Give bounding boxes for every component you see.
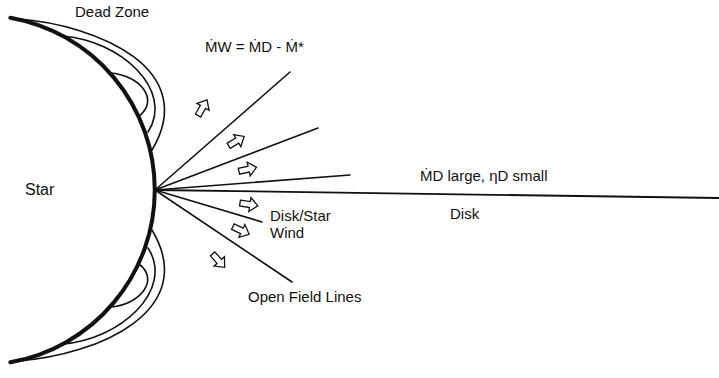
wind-arrow [207,249,229,272]
wind-arrow [192,96,213,119]
disk-line [155,190,719,198]
star-body: Star [22,178,60,204]
label-text: Dead Zone [75,3,149,20]
open-field-line [155,128,318,190]
dead-zone-loop [110,73,148,116]
open-field-line [155,190,262,222]
wind-label: Disk/Star Wind [270,207,350,242]
wind-arrow [237,161,258,179]
open-field-line [155,175,350,190]
label-text: Open Field Lines [248,288,361,305]
equation-label: ṀW = ṀD - Ṁ* [205,38,304,55]
label-text: Disk/Star Wind [270,207,331,241]
dead-zone-loop [62,248,155,344]
region-label: Dead Zone [75,3,149,20]
wind-arrow [225,130,248,151]
label-text: Disk [450,205,479,222]
disk-condition-label: ṀD large, ηD small [420,167,548,184]
label-text: ṀD large, ηD small [420,167,548,184]
dead-zone-loop [62,36,155,132]
dead-zone-loop [16,230,164,361]
open-field-line [155,72,290,190]
label-text: ṀW = ṀD - Ṁ* [205,38,304,55]
disk-label: Disk [450,205,479,222]
wind-arrow [230,220,252,240]
dead-zone-loop [16,19,164,150]
star-surface [10,18,154,363]
wind-arrow [239,196,259,213]
field-line-label: Open Field Lines [248,288,361,305]
body-name: Star [25,181,57,199]
dead-zone-loop [110,264,148,307]
